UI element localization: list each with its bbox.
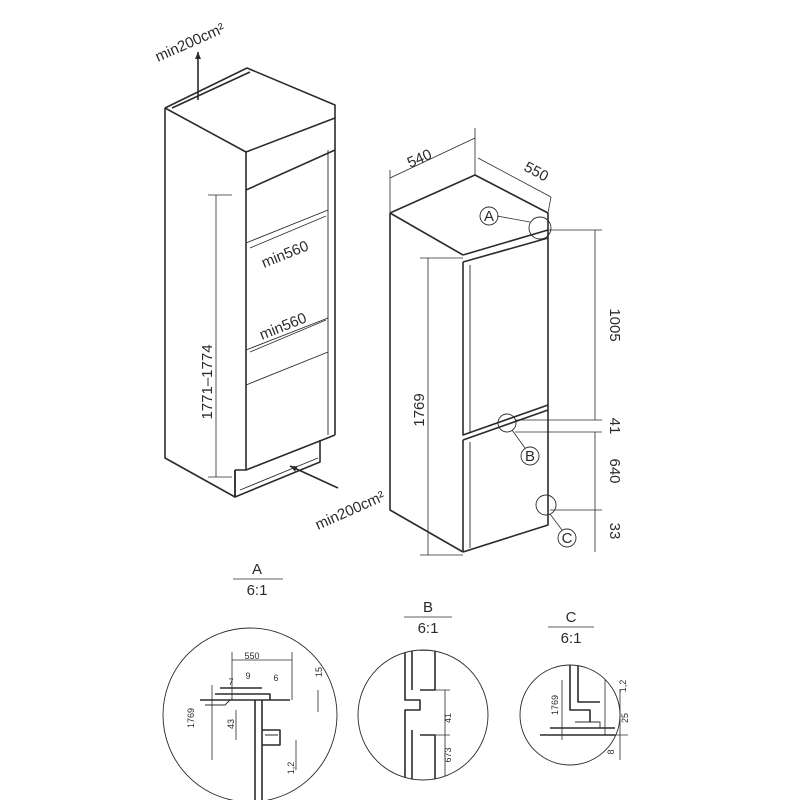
detail-a-scale: 6:1 — [247, 582, 268, 599]
vent-bottom-label: min200cm² — [313, 488, 388, 534]
detail-c-scale: 6:1 — [561, 630, 582, 647]
detail-c-dim-12: 1,2 — [618, 680, 628, 693]
vent-top-label: min200cm² — [153, 20, 228, 66]
detail-c-dim-1769: 1769 — [550, 695, 560, 715]
detail-c-dim-8: 8 — [606, 749, 616, 754]
detail-a-dim-9: 9 — [245, 671, 250, 681]
callout-a: A — [484, 208, 494, 225]
detail-a-label: A — [252, 561, 262, 578]
detail-b-scale: 6:1 — [418, 620, 439, 637]
detail-a-dim-550: 550 — [244, 651, 259, 661]
niche-width-lower: min560 — [257, 310, 309, 344]
appliance-drawing: A B C 540 550 1769 1005 41 640 33 — [389, 128, 623, 556]
callout-c: C — [562, 530, 573, 547]
detail-b-dim-41: 41 — [443, 713, 453, 723]
detail-b-dim-673: 673 — [443, 747, 453, 762]
upper-height-label: 1005 — [606, 308, 623, 341]
vent-bottom-arrow — [289, 465, 339, 489]
detail-c: C 6:1 1769 1,2 25 8 — [519, 609, 630, 766]
detail-c-dim-25: 25 — [620, 713, 630, 723]
detail-a: A 6:1 550 7 9 6 15 1769 43 1,2 — [162, 561, 338, 800]
niche-height-label: 1771–1774 — [199, 344, 216, 419]
lower-height-label: 640 — [606, 458, 623, 483]
depth-label: 540 — [405, 146, 435, 172]
detail-a-dim-43: 43 — [226, 719, 236, 729]
detail-c-label: C — [566, 609, 577, 626]
niche-drawing: min200cm² min200cm² min560 min560 1771–1… — [153, 20, 388, 534]
detail-b: B 6:1 41 673 — [357, 599, 489, 781]
detail-a-dim-6: 6 — [273, 673, 278, 683]
detail-a-dim-7: 7 — [228, 677, 233, 687]
appliance-height-label: 1769 — [411, 393, 428, 426]
niche-width-upper: min560 — [259, 238, 311, 272]
callout-b: B — [525, 448, 535, 465]
detail-b-circle — [357, 649, 489, 781]
gap-label: 41 — [606, 418, 623, 435]
detail-b-label: B — [423, 599, 433, 616]
detail-a-dim-1769: 1769 — [186, 708, 196, 728]
bottom-gap-label: 33 — [606, 523, 623, 540]
width-label: 550 — [521, 159, 551, 186]
detail-a-circle — [162, 627, 338, 800]
detail-a-dim-12: 1,2 — [286, 762, 296, 775]
detail-a-dim-15: 15 — [314, 667, 324, 677]
